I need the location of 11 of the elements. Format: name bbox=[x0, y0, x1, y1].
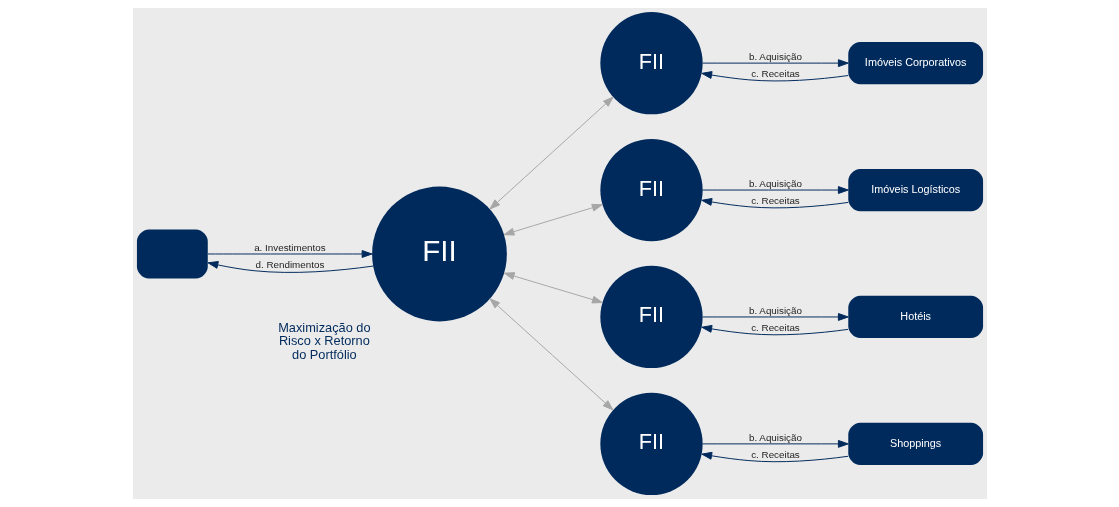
edge-label: c. Receitas bbox=[750, 194, 800, 206]
edge-label: b. Aquisição bbox=[748, 305, 802, 317]
edge-label: c. Receitas bbox=[750, 321, 800, 333]
node-label: Maximização do Risco x Retorno do Portfólio bbox=[277, 319, 371, 363]
edge-label: c. Receitas bbox=[750, 448, 800, 460]
edge-label: b. Aquisição bbox=[748, 51, 802, 63]
edge-label: b. Aquisição bbox=[748, 431, 802, 443]
edge-label: b. Aquisição bbox=[748, 178, 802, 190]
edge-label: c. Receitas bbox=[750, 67, 800, 79]
edge-label: d. Rendimentos bbox=[255, 258, 324, 270]
edge-label: a. Investimentos bbox=[253, 242, 326, 254]
